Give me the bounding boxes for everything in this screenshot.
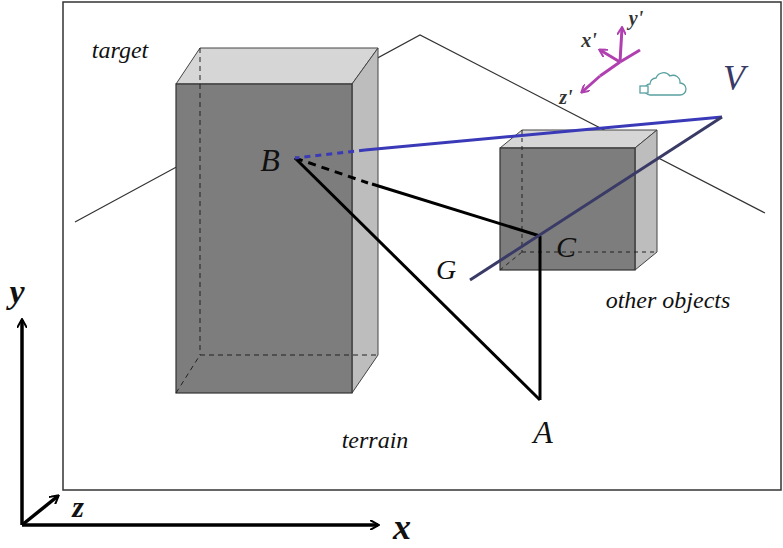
axis-label: z' [559, 87, 572, 107]
point-label: A [533, 416, 553, 448]
point-label: V [723, 60, 745, 96]
point-label: C [556, 232, 576, 262]
point-label: B [260, 144, 280, 176]
axis-label: y [9, 275, 24, 309]
axis-label: x [393, 509, 411, 545]
point-label: G [436, 256, 456, 284]
region-label: terrain [342, 428, 409, 452]
axis-label: z [72, 492, 84, 522]
axis-label: x' [581, 30, 597, 50]
axis-label: y' [629, 8, 643, 28]
region-label: other objects [606, 288, 731, 312]
region-label: target [92, 38, 148, 62]
